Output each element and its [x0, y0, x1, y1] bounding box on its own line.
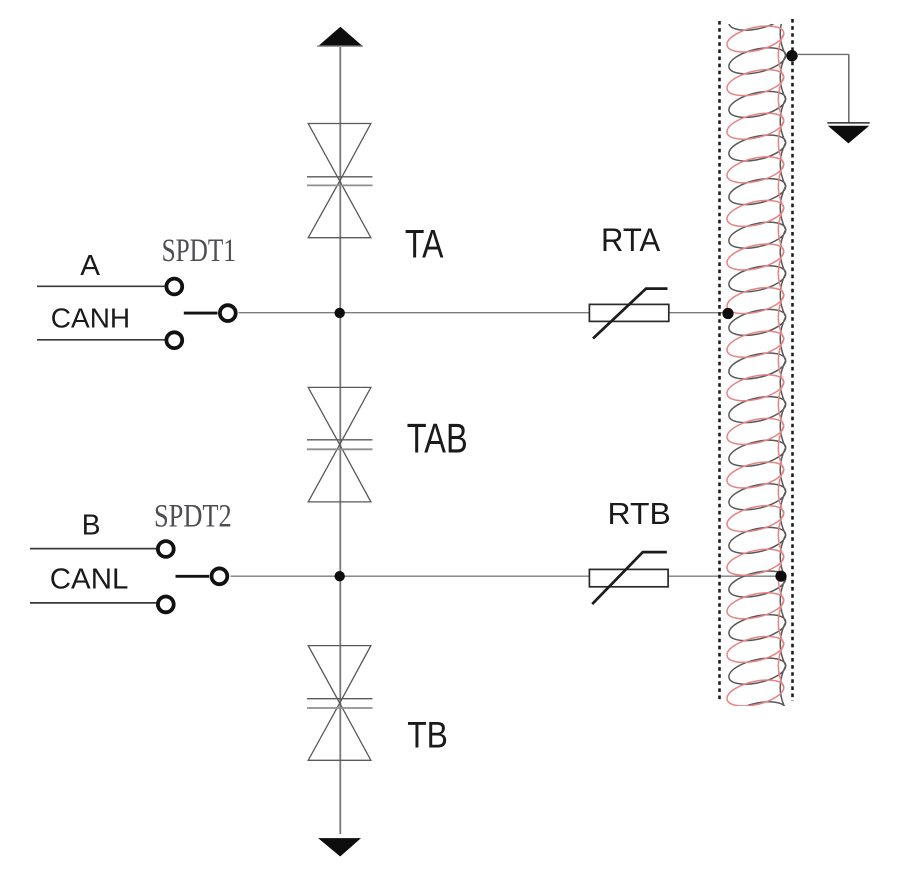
- svg-text:RTA: RTA: [601, 222, 660, 259]
- svg-text:B: B: [82, 509, 101, 541]
- svg-text:TA: TA: [405, 221, 444, 266]
- svg-text:CANL: CANL: [50, 564, 129, 596]
- svg-text:SPDT2: SPDT2: [154, 498, 232, 534]
- svg-text:TB: TB: [407, 715, 448, 756]
- svg-text:TAB: TAB: [407, 414, 468, 461]
- svg-text:CANH: CANH: [51, 303, 130, 334]
- svg-text:SPDT1: SPDT1: [162, 233, 236, 269]
- svg-text:A: A: [80, 249, 100, 282]
- svg-text:RTB: RTB: [608, 496, 671, 530]
